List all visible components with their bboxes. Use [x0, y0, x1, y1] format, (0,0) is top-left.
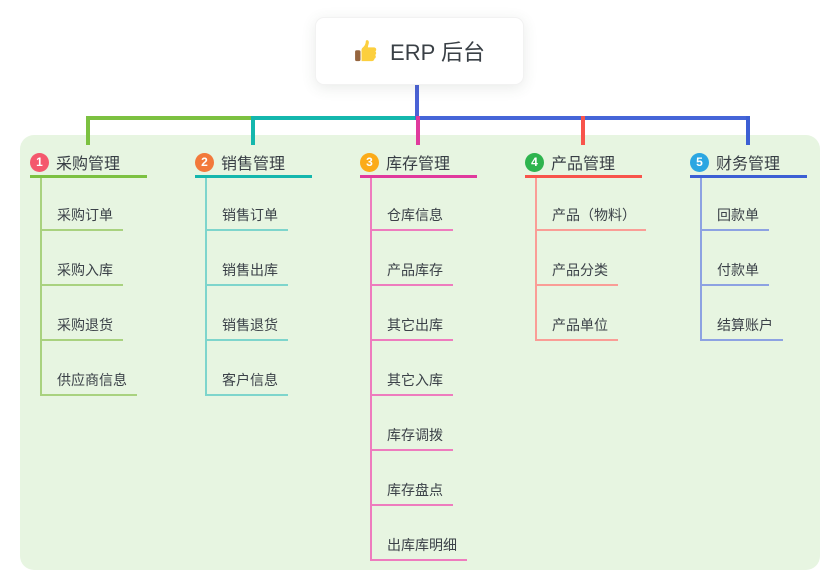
- branch-index-badge: 4: [525, 152, 544, 172]
- branch-index-badge: 2: [195, 152, 214, 172]
- branch-index-badge: 3: [360, 152, 379, 172]
- branch-header[interactable]: 5 财务管理: [690, 149, 807, 178]
- branch-title: 财务管理: [716, 156, 781, 173]
- branch-item[interactable]: 产品分类: [535, 262, 618, 286]
- branch-header[interactable]: 2 销售管理: [195, 149, 312, 178]
- thumbs-up-icon: [354, 38, 380, 64]
- root-node[interactable]: ERP 后台: [315, 17, 524, 85]
- branch-item[interactable]: 销售退货: [205, 317, 288, 341]
- connector-root-vertical: [415, 84, 419, 120]
- branch-header[interactable]: 3 库存管理: [360, 149, 477, 178]
- connector-drop-2: [251, 116, 255, 145]
- branch-item[interactable]: 产品单位: [535, 317, 618, 341]
- connector-main-left-green: [86, 116, 255, 120]
- connector-drop-1: [86, 116, 90, 145]
- root-label: ERP 后台: [390, 40, 485, 65]
- branch-spine: [370, 177, 372, 561]
- branch-spine: [40, 177, 42, 396]
- branch-item[interactable]: 采购入库: [40, 262, 123, 286]
- branches-panel: [20, 135, 820, 570]
- branch-item[interactable]: 销售出库: [205, 262, 288, 286]
- branch-item[interactable]: 供应商信息: [40, 372, 137, 396]
- branch-index-badge: 1: [30, 152, 49, 172]
- branch-item[interactable]: 产品库存: [370, 262, 453, 286]
- branch-title: 产品管理: [551, 156, 616, 173]
- branch-item[interactable]: 库存盘点: [370, 482, 453, 506]
- branch-item[interactable]: 其它入库: [370, 372, 453, 396]
- branch-item[interactable]: 产品（物料）: [535, 207, 646, 231]
- connector-drop-3: [416, 116, 420, 145]
- connector-main-left-teal: [251, 116, 420, 120]
- branch-item[interactable]: 回款单: [700, 207, 769, 231]
- branch-item[interactable]: 仓库信息: [370, 207, 453, 231]
- branch-item[interactable]: 结算账户: [700, 317, 783, 341]
- branch-index-badge: 5: [690, 152, 709, 172]
- branch-item[interactable]: 付款单: [700, 262, 769, 286]
- branch-item[interactable]: 采购订单: [40, 207, 123, 231]
- branch-spine: [700, 177, 702, 341]
- branch-title: 库存管理: [386, 156, 451, 173]
- branch-title: 采购管理: [56, 156, 121, 173]
- connector-drop-4: [581, 116, 585, 145]
- branch-item[interactable]: 出库库明细: [370, 537, 467, 561]
- branch-title: 销售管理: [221, 156, 286, 173]
- branch-spine: [205, 177, 207, 396]
- connector-drop-5: [746, 116, 750, 145]
- branch-item[interactable]: 其它出库: [370, 317, 453, 341]
- branch-header[interactable]: 4 产品管理: [525, 149, 642, 178]
- branch-header[interactable]: 1 采购管理: [30, 149, 147, 178]
- branch-spine: [535, 177, 537, 341]
- branch-item[interactable]: 库存调拨: [370, 427, 453, 451]
- branch-item[interactable]: 客户信息: [205, 372, 288, 396]
- branch-item[interactable]: 采购退货: [40, 317, 123, 341]
- branch-item[interactable]: 销售订单: [205, 207, 288, 231]
